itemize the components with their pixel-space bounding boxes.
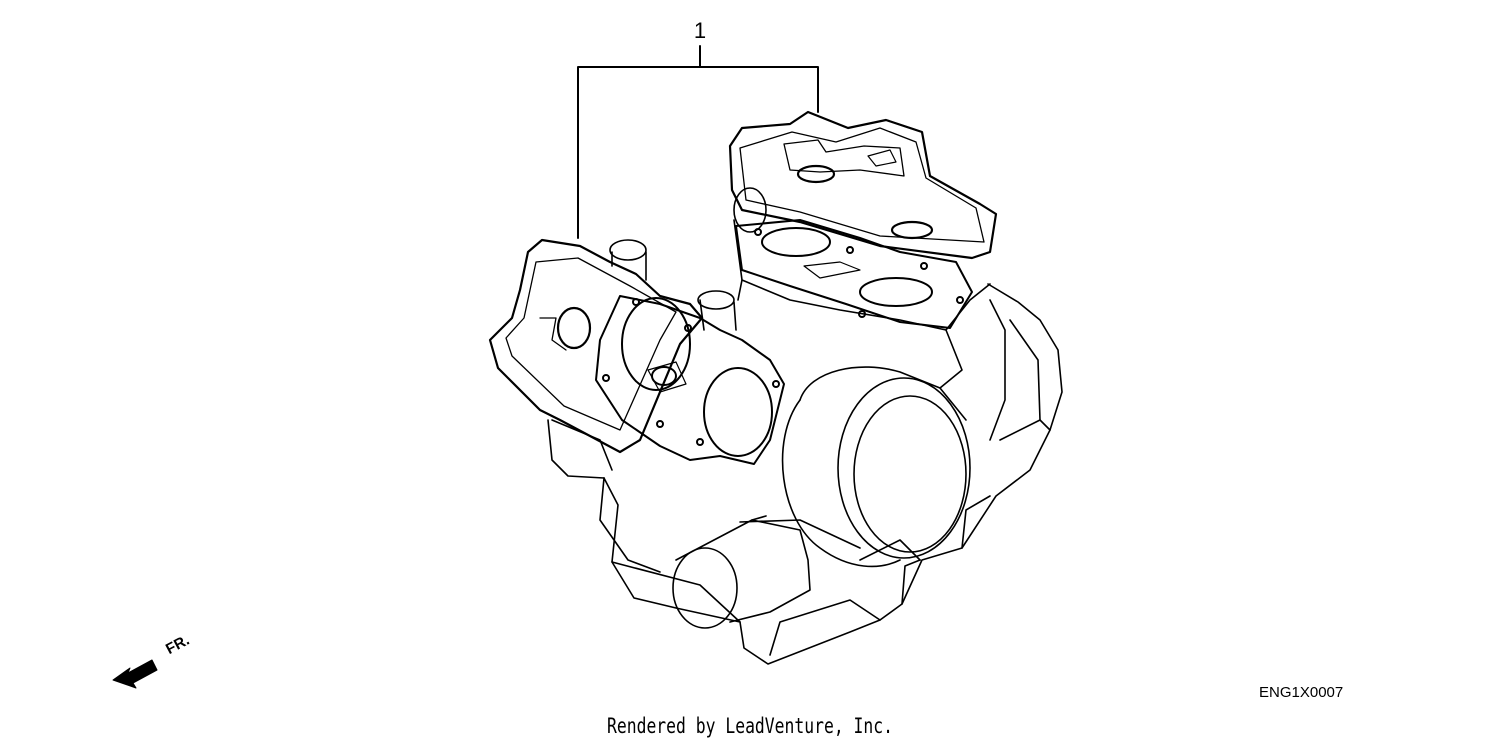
rear-cylinder (733, 187, 991, 389)
diagram-code: ENG1X0007 (1259, 684, 1344, 701)
oil-filter (672, 515, 811, 629)
front-cylinder (547, 239, 737, 479)
rear-cylinder-gasket (735, 219, 973, 329)
side-cover (781, 366, 971, 568)
rear-head-cover-gasket (728, 110, 998, 260)
callout-number: 1 (693, 18, 707, 43)
footer-credit: Rendered by LeadVenture, Inc. (607, 714, 893, 738)
front-head-cover-gasket (488, 238, 704, 454)
callout-bracket (577, 45, 819, 239)
crankcase (599, 283, 1063, 665)
front-cylinder-gasket (595, 295, 785, 465)
front-direction-arrow-icon (112, 659, 158, 689)
